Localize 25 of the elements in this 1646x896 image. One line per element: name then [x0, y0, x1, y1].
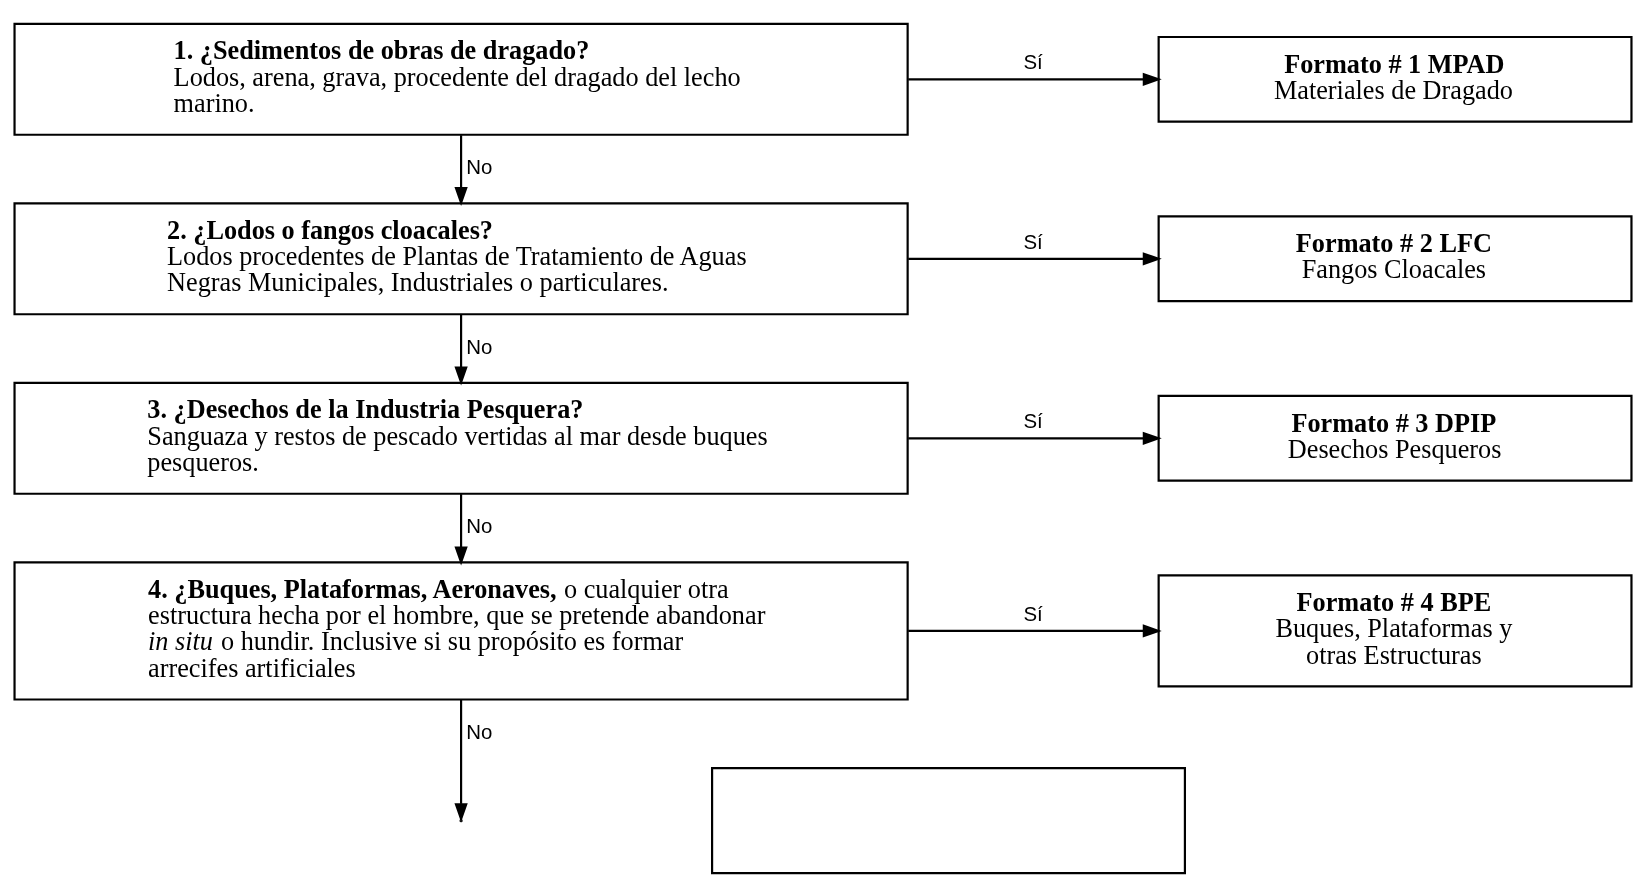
edge-label: No	[466, 335, 493, 358]
node-box: 1. ¿Sedimentos de obras de dragado? Lodos, arena, grava, procedente del dragado del lecho marino.	[13, 22, 909, 136]
node-box: Formato # 2 LFC Fangos Cloacales	[1157, 214, 1633, 302]
node-box: 2. ¿Lodos o fangos cloacales? Lodos procedentes de Plantas de Tratamiento de Aguas Negras Municipales, Industriales o particulares.	[13, 201, 909, 315]
arrow	[454, 314, 468, 386]
edge-label: No	[466, 155, 493, 178]
node-box	[711, 766, 1186, 874]
edge-label: Sí	[1023, 602, 1043, 625]
edge-label: No	[466, 514, 493, 537]
arrow	[908, 623, 1162, 638]
edge-label: Sí	[1023, 230, 1043, 253]
node-box: Formato # 4 BPE Buques, Plataformas y otras Estructuras	[1157, 573, 1633, 687]
arrow	[454, 493, 468, 566]
node-box: Formato # 3 DPIP Desechos Pesqueros	[1157, 394, 1633, 482]
edge-label: Sí	[1023, 409, 1043, 432]
node-box: 3. ¿Desechos de la Industria Pesquera? Sanguaza y restos de pescado vertidas al mar desde buques pesqueros.	[13, 381, 909, 495]
arrow	[454, 699, 468, 822]
arrow	[454, 134, 468, 206]
arrow	[908, 251, 1162, 265]
node-box: Formato # 1 MPAD Materiales de Dragado	[1157, 35, 1633, 123]
edge-label: No	[466, 720, 493, 743]
node-box: 4. ¿Buques, Plataformas, Aeronaves, o cualquier otra estructura hecha por el hombre, que se pretende abandonar in situ o hundir. Inclusive si su propósito es formar arrecifes artificiales	[13, 560, 909, 701]
edge-label: Sí	[1023, 50, 1043, 73]
arrow	[908, 431, 1162, 445]
arrow	[908, 72, 1162, 86]
